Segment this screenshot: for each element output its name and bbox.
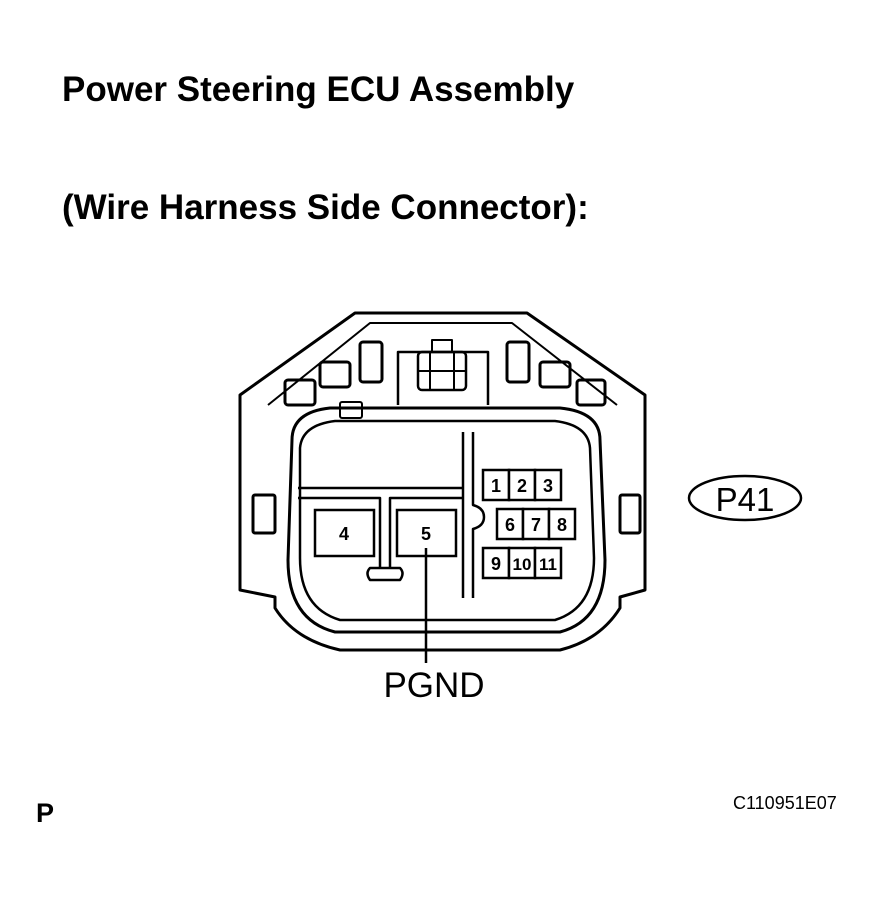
connector-housing-outline [238,311,647,652]
housing-rib [505,340,531,384]
side-tab-left [251,493,277,535]
pin-4-label: 4 [339,524,349,544]
side-tab-right [618,493,642,535]
pin-6-label: 6 [505,515,515,535]
housing-rib [538,360,572,389]
pin-2-label: 2 [517,476,527,496]
pin-3-label: 3 [543,476,553,496]
mating-shell-outer [286,406,607,634]
diagram-title: Power Steering ECU Assembly [62,70,575,109]
pin-4-box [313,508,376,558]
pin-11-box [533,546,563,580]
pin-5-label: 5 [421,524,431,544]
latch [396,350,490,405]
figure-code: C110951E07 [733,793,837,813]
pin-7-label: 7 [531,515,541,535]
pin-3-box [533,468,563,502]
cavity-divider [298,496,463,582]
latch-cap [431,339,453,353]
pin-8-label: 8 [557,515,567,535]
cavity-divider [471,432,486,598]
housing-rib [358,340,384,384]
housing-rib [283,378,317,407]
connector-code-label: P41 [716,481,775,518]
pin-11-label: 11 [539,555,557,574]
housing-rib [318,360,352,389]
pin-9-box [481,546,511,580]
page-letter: P [36,798,55,828]
pin-1-label: 1 [491,476,501,496]
housing-rib [575,378,607,407]
pgnd-label: PGND [383,666,484,705]
pin-10-box [507,546,537,580]
key-notch [339,401,363,419]
mating-shell-inner [298,419,596,622]
diagram-subtitle: (Wire Harness Side Connector): [62,188,589,227]
pin-8-box [547,507,577,541]
pin-1-box [481,468,511,502]
pin-6-box [495,507,525,541]
connector-code-badge [687,474,803,522]
pin-9-label: 9 [491,554,501,574]
pin-10-label: 10 [513,555,532,574]
